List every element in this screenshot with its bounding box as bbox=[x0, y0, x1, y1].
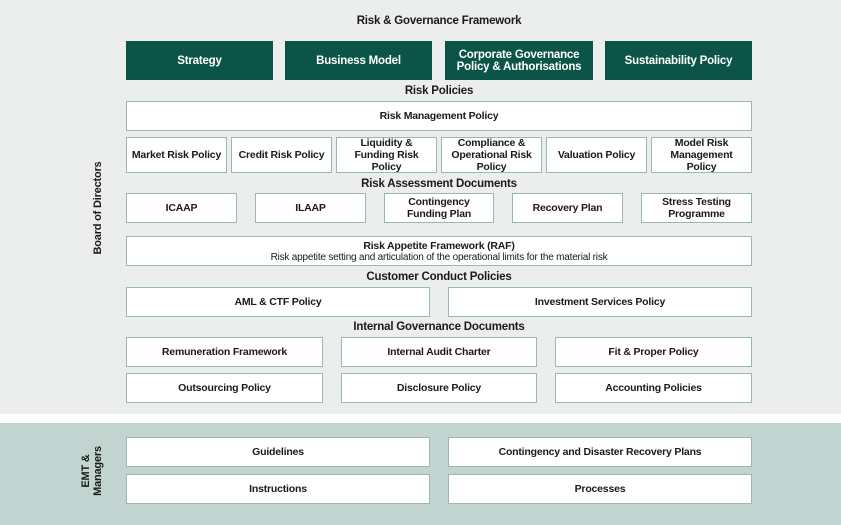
liquidity-funding-risk-policy-box: Liquidity & Funding Risk Policy bbox=[336, 137, 437, 173]
risk-policies-heading: Risk Policies bbox=[404, 85, 474, 97]
accounting-policies-box: Accounting Policies bbox=[555, 373, 752, 403]
recovery-plan-box: Recovery Plan bbox=[512, 193, 623, 223]
fit-proper-policy-box: Fit & Proper Policy bbox=[555, 337, 752, 367]
internal-governance-heading: Internal Governance Documents bbox=[353, 321, 525, 333]
processes-box: Processes bbox=[448, 474, 752, 504]
instructions-box: Instructions bbox=[126, 474, 430, 504]
contingency-disaster-recovery-box: Contingency and Disaster Recovery Plans bbox=[448, 437, 752, 467]
strategy-box: Strategy bbox=[126, 41, 273, 80]
icaap-box: ICAAP bbox=[126, 193, 237, 223]
emt-managers-label: EMT & Managers bbox=[80, 446, 104, 496]
raf-subtitle: Risk appetite setting and articulation o… bbox=[270, 251, 608, 263]
remuneration-framework-box: Remuneration Framework bbox=[126, 337, 323, 367]
ilaap-box: ILAAP bbox=[255, 193, 366, 223]
sustainability-policy-box: Sustainability Policy bbox=[605, 41, 752, 80]
corporate-governance-box: Corporate Governance Policy & Authorisat… bbox=[445, 41, 593, 80]
model-risk-management-policy-box: Model Risk Management Policy bbox=[651, 137, 752, 173]
aml-ctf-policy-box: AML & CTF Policy bbox=[126, 287, 430, 317]
raf-box: Risk Appetite Framework (RAF) Risk appet… bbox=[126, 236, 752, 266]
guidelines-box: Guidelines bbox=[126, 437, 430, 467]
board-of-directors-label: Board of Directors bbox=[92, 161, 104, 255]
framework-title: Risk & Governance Framework bbox=[356, 15, 522, 27]
compliance-operational-risk-policy-box: Compliance & Operational Risk Policy bbox=[441, 137, 542, 173]
market-risk-policy-box: Market Risk Policy bbox=[126, 137, 227, 173]
risk-assessment-heading: Risk Assessment Documents bbox=[361, 178, 517, 190]
raf-title: Risk Appetite Framework (RAF) bbox=[363, 239, 515, 252]
internal-audit-charter-box: Internal Audit Charter bbox=[341, 337, 537, 367]
contingency-funding-plan-box: Contingency Funding Plan bbox=[384, 193, 494, 223]
credit-risk-policy-box: Credit Risk Policy bbox=[231, 137, 332, 173]
risk-management-policy-box: Risk Management Policy bbox=[126, 101, 752, 131]
business-model-box: Business Model bbox=[285, 41, 432, 80]
outsourcing-policy-box: Outsourcing Policy bbox=[126, 373, 323, 403]
investment-services-policy-box: Investment Services Policy bbox=[448, 287, 752, 317]
customer-conduct-heading: Customer Conduct Policies bbox=[366, 271, 512, 283]
valuation-policy-box: Valuation Policy bbox=[546, 137, 647, 173]
stress-testing-programme-box: Stress Testing Programme bbox=[641, 193, 752, 223]
disclosure-policy-box: Disclosure Policy bbox=[341, 373, 537, 403]
